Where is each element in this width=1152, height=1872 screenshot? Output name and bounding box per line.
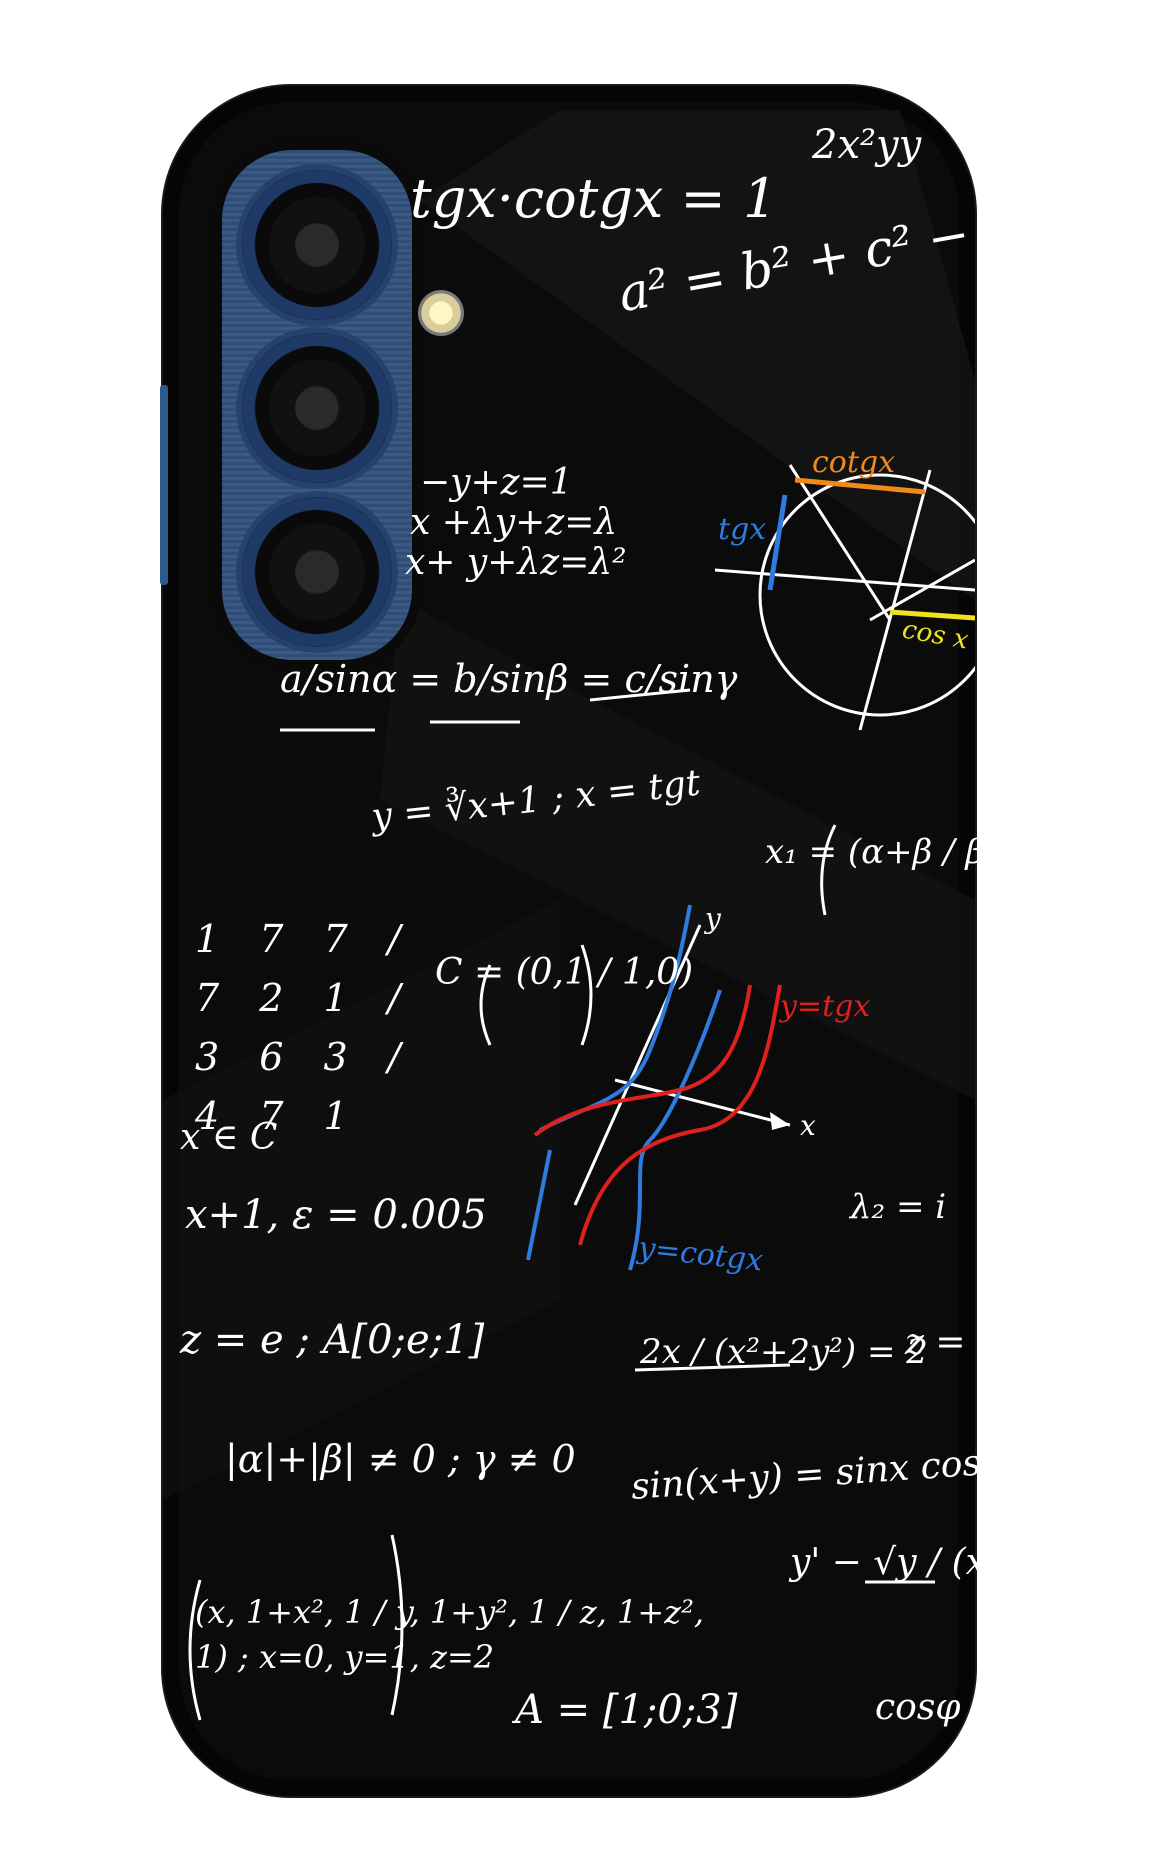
- tg-cotg-graph: [526, 904, 791, 1271]
- tgx-segment: [767, 494, 788, 591]
- unit-circle-diagram: [714, 464, 975, 731]
- formula: C = (0,1 / 1,0): [435, 952, 694, 993]
- label-cotgx: cotgx: [812, 445, 896, 480]
- formula: y' − √y / (x+2) =: [790, 1542, 1095, 1583]
- formula: cosφ: [875, 1687, 961, 1728]
- formula: 2x / (x²+2y²) = 2: [640, 1332, 928, 1372]
- formula: (x, 1+x², 1 / y, 1+y², 1 / z, 1+z², 1) ;…: [195, 1593, 705, 1676]
- formula: x ∈ C: [180, 1117, 278, 1158]
- formula: a/sinα = b/sinβ = c/sinγ: [280, 657, 738, 701]
- axis-x-label: x: [800, 1109, 816, 1142]
- flash-icon: [418, 290, 464, 336]
- camera-lens-top: [242, 170, 392, 320]
- formula: z = e ; A[0;e;1]: [180, 1317, 485, 1363]
- label-y-tgx: y=tgx: [780, 989, 871, 1024]
- formula: x +λy+z=λ: [410, 502, 618, 543]
- formula: 1 7 7 / 7 2 1 / 3 6 3 / 4 7 1: [195, 917, 415, 1138]
- axis-y-label: y: [705, 902, 721, 935]
- formula: x+ y+λz=λ²: [405, 542, 627, 583]
- formula: x+1, ε = 0.005: [185, 1192, 487, 1238]
- cotgx-segment: [794, 477, 926, 495]
- side-button: [160, 385, 168, 585]
- formula: −y+z=1: [420, 462, 573, 503]
- formula: |α|+|β| ≠ 0 ; γ ≠ 0: [225, 1437, 576, 1481]
- cos-segment: [889, 609, 975, 621]
- formula: λ₂ = i: [850, 1187, 947, 1227]
- formula: 2x²yy: [812, 122, 922, 168]
- label-tgx: tgx: [718, 512, 767, 547]
- camera-lens-middle: [242, 333, 392, 483]
- camera-lens-bottom: [242, 497, 392, 647]
- formula: z =: [905, 1322, 966, 1363]
- formula: tgx·cotgx = 1: [410, 167, 778, 230]
- formula: x₁ = (α+β / β): [765, 832, 999, 872]
- formula: A = [1;0;3]: [515, 1687, 738, 1733]
